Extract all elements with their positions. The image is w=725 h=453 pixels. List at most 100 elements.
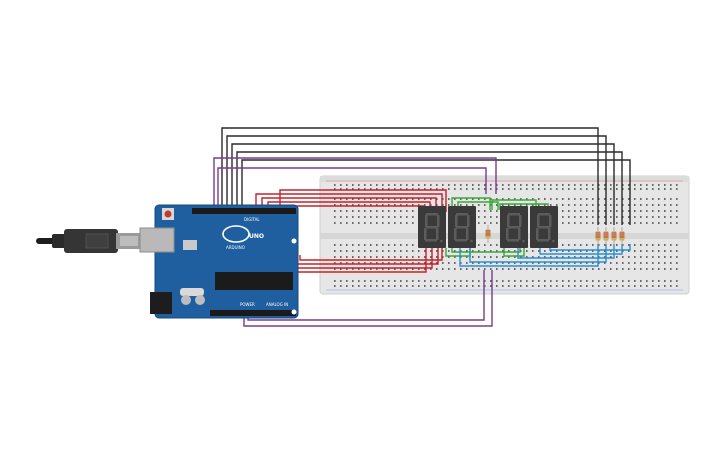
breadboard-hole: [640, 184, 642, 186]
resistor[interactable]: [619, 227, 625, 245]
breadboard-hole: [634, 184, 636, 186]
breadboard-hole: [670, 285, 672, 287]
breadboard-hole: [334, 244, 336, 246]
breadboard-hole: [676, 262, 678, 264]
resistor[interactable]: [485, 225, 491, 243]
breadboard-hole: [400, 268, 402, 270]
seven-segment-display[interactable]: [418, 206, 446, 248]
breadboard-hole: [370, 222, 372, 224]
breadboard-hole: [634, 256, 636, 258]
breadboard-hole: [364, 204, 366, 206]
resistor[interactable]: [595, 227, 601, 245]
breadboard-hole: [616, 184, 618, 186]
breadboard-hole: [598, 256, 600, 258]
breadboard-hole: [364, 285, 366, 287]
breadboard-hole: [364, 198, 366, 200]
reset-button-cap[interactable]: [164, 210, 172, 218]
breadboard-hole: [574, 256, 576, 258]
usb-cable[interactable]: [36, 229, 140, 253]
breadboard-hole: [586, 210, 588, 212]
breadboard-hole: [346, 198, 348, 200]
display-segment: [536, 228, 539, 240]
breadboard-hole: [592, 285, 594, 287]
breadboard-hole: [502, 256, 504, 258]
breadboard-hole: [472, 184, 474, 186]
breadboard-hole: [550, 250, 552, 252]
breadboard-hole: [538, 184, 540, 186]
breadboard-hole: [544, 250, 546, 252]
breadboard-hole: [346, 184, 348, 186]
breadboard-hole: [400, 210, 402, 212]
breadboard-hole: [640, 280, 642, 282]
breadboard-hole: [418, 204, 420, 206]
breadboard-hole: [580, 280, 582, 282]
breadboard-hole: [484, 268, 486, 270]
breadboard-hole: [496, 285, 498, 287]
breadboard-hole: [640, 222, 642, 224]
breadboard-hole: [472, 280, 474, 282]
breadboard-hole: [658, 280, 660, 282]
breadboard-hole: [352, 184, 354, 186]
breadboard-hole: [376, 210, 378, 212]
breadboard-hole: [634, 188, 636, 190]
microcontroller-chip: [215, 272, 293, 290]
breadboard-hole: [340, 210, 342, 212]
breadboard-hole: [388, 210, 390, 212]
breadboard-hole: [610, 210, 612, 212]
breadboard-hole: [370, 256, 372, 258]
breadboard-hole: [418, 256, 420, 258]
breadboard-hole: [580, 198, 582, 200]
breadboard-hole: [412, 256, 414, 258]
breadboard-hole: [604, 188, 606, 190]
breadboard-hole: [598, 184, 600, 186]
resistor-band: [595, 238, 601, 240]
breadboard-hole: [652, 184, 654, 186]
breadboard-hole: [436, 285, 438, 287]
breadboard-hole: [478, 222, 480, 224]
breadboard-hole: [364, 222, 366, 224]
breadboard-hole: [574, 188, 576, 190]
resistor[interactable]: [603, 227, 609, 245]
wires-blue: [459, 244, 631, 267]
breadboard-hole: [442, 256, 444, 258]
breadboard-hole: [490, 268, 492, 270]
seven-segment-display[interactable]: [530, 206, 558, 248]
breadboard-hole: [664, 184, 666, 186]
resistor-band: [611, 232, 617, 234]
brand-label: ARDUINO: [226, 245, 245, 250]
breadboard-hole: [496, 188, 498, 190]
breadboard-hole: [364, 244, 366, 246]
breadboard-hole: [490, 256, 492, 258]
breadboard-hole: [628, 222, 630, 224]
breadboard-hole: [616, 280, 618, 282]
breadboard-hole: [640, 198, 642, 200]
breadboard-hole: [442, 285, 444, 287]
breadboard-hole: [352, 285, 354, 287]
breadboard-hole: [538, 250, 540, 252]
breadboard-hole: [610, 204, 612, 206]
breadboard-hole: [484, 250, 486, 252]
breadboard-hole: [640, 268, 642, 270]
breadboard-hole: [670, 262, 672, 264]
breadboard-hole: [436, 184, 438, 186]
arduino-uno-board[interactable]: UNO ARDUINO DIGITAL POWER ANALOG IN: [139, 204, 299, 319]
breadboard-hole: [556, 188, 558, 190]
breadboard-hole: [376, 285, 378, 287]
resistor[interactable]: [611, 227, 617, 245]
breadboard-hole: [652, 198, 654, 200]
breadboard-hole: [592, 204, 594, 206]
breadboard-hole: [568, 268, 570, 270]
display-segment: [455, 215, 458, 227]
breadboard-hole: [520, 285, 522, 287]
breadboard-hole: [502, 262, 504, 264]
breadboard-hole: [586, 198, 588, 200]
breadboard-hole: [586, 222, 588, 224]
breadboard-hole: [628, 198, 630, 200]
breadboard-hole: [670, 268, 672, 270]
breadboard-hole: [418, 198, 420, 200]
seven-segment-display[interactable]: [500, 206, 528, 248]
breadboard-hole: [520, 188, 522, 190]
seven-segment-display[interactable]: [448, 206, 476, 248]
breadboard-hole: [442, 262, 444, 264]
breadboard-hole: [544, 184, 546, 186]
